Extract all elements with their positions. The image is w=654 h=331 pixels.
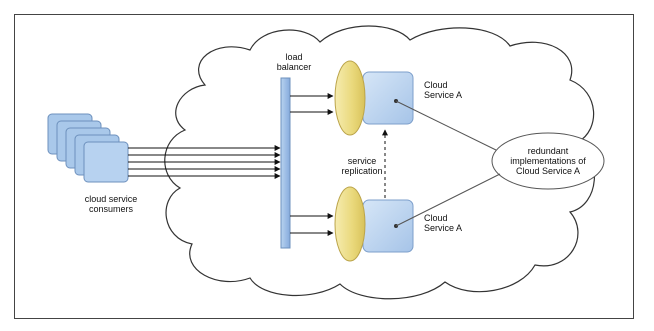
service-bottom-group xyxy=(334,186,414,262)
replication-label: service replication xyxy=(341,156,383,176)
cloud-shape xyxy=(164,25,596,300)
balancer-arrows xyxy=(290,93,334,236)
figure-frame xyxy=(14,14,634,319)
redundant-line-top xyxy=(395,100,497,151)
load-balancer-label: load balancer xyxy=(276,52,312,72)
service-top-label: Cloud Service A xyxy=(424,80,463,100)
consumers-label: cloud service consumers xyxy=(84,194,138,214)
service-top-disc xyxy=(334,60,366,136)
load-balancer-bar xyxy=(280,77,291,249)
service-top-group xyxy=(334,60,414,136)
consumer-arrows xyxy=(128,145,281,179)
service-top-box xyxy=(362,71,414,125)
consumers-stack xyxy=(47,113,129,183)
service-bottom-disc xyxy=(334,186,366,262)
redundant-ellipse xyxy=(491,132,605,190)
redundant-line-bottom xyxy=(395,173,501,227)
service-bottom-box xyxy=(362,199,414,253)
consumer-box-5 xyxy=(83,141,129,183)
redundant-label: redundant implementations of Cloud Servi… xyxy=(510,146,586,176)
service-bottom-label: Cloud Service A xyxy=(424,213,463,233)
